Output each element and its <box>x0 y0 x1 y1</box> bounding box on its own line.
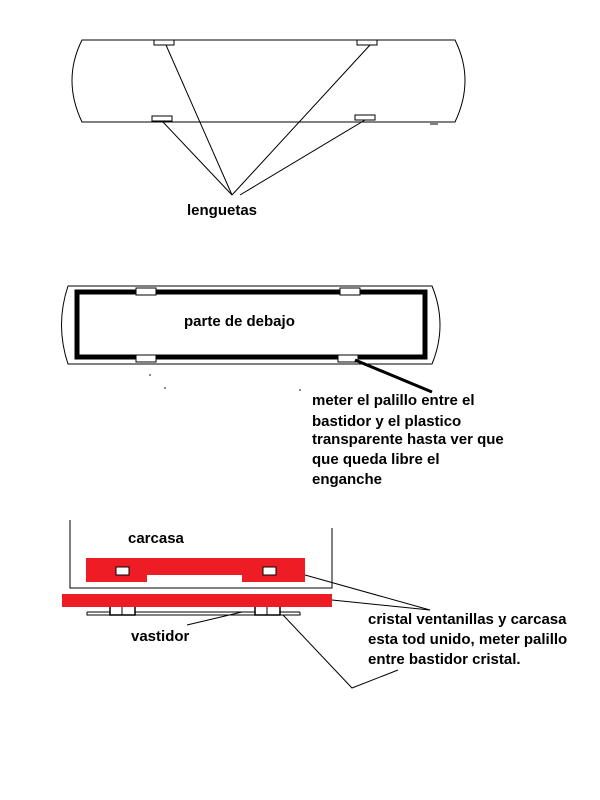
underside-label: parte de debajo <box>184 313 295 330</box>
chassis-label: vastidor <box>131 628 190 645</box>
glass-text: cristal ventanillas y carcasa esta tod u… <box>368 611 571 668</box>
leader-tab-3 <box>161 120 233 196</box>
shell-red-part <box>86 558 305 582</box>
tab-bottom-left <box>151 115 173 122</box>
instruction-text: meter el palillo entre el bastidor y el … <box>312 392 508 488</box>
instruction-line-5: enganche <box>312 471 382 488</box>
shell-notch-left <box>115 566 130 576</box>
glass-line-2: esta tod unido, meter palillo <box>368 631 567 648</box>
dot-1 <box>149 374 151 376</box>
underside-tab-4 <box>337 354 359 363</box>
shell-label: carcasa <box>128 530 185 547</box>
tabs-label: lenguetas <box>187 202 257 219</box>
instruction-line-4: que queda libre el <box>312 451 440 468</box>
leader-tab-1 <box>165 44 233 196</box>
figure-top-view <box>71 39 466 196</box>
leader-tab-4 <box>239 119 366 196</box>
glass-line-1: cristal ventanillas y carcasa <box>368 611 567 628</box>
underside-tab-3 <box>135 354 157 363</box>
car-body-outline-underside <box>61 285 441 365</box>
tab-bottom-right <box>354 114 376 121</box>
leader-chassis-2 <box>282 614 399 689</box>
glass-line-3: entre bastidor cristal. <box>368 651 521 668</box>
pointer-line <box>354 358 433 394</box>
leader-glass <box>331 599 431 611</box>
underside-tab-1 <box>135 287 157 296</box>
glass-red-bar <box>62 594 332 607</box>
underside-tab-2 <box>339 287 361 296</box>
leader-tab-2 <box>231 44 371 196</box>
instruction-line-3: transparente hasta ver que <box>312 431 504 448</box>
leader-shell <box>304 574 431 611</box>
dot-3 <box>299 389 301 391</box>
figure-underside-view <box>61 285 441 394</box>
car-body-outline-top <box>71 39 466 123</box>
instruction-line-1: meter el palillo entre el <box>312 392 475 409</box>
dot-2 <box>164 387 166 389</box>
instruction-line-2: bastidor y el plastico <box>312 413 461 430</box>
tab-top-left <box>153 39 175 46</box>
tab-top-right <box>356 39 378 46</box>
shell-notch-right <box>262 566 277 576</box>
leader-chassis-1 <box>186 611 243 626</box>
chassis-frame <box>74 289 428 360</box>
figure-cross-section <box>62 520 431 689</box>
shell-outline <box>69 520 333 589</box>
